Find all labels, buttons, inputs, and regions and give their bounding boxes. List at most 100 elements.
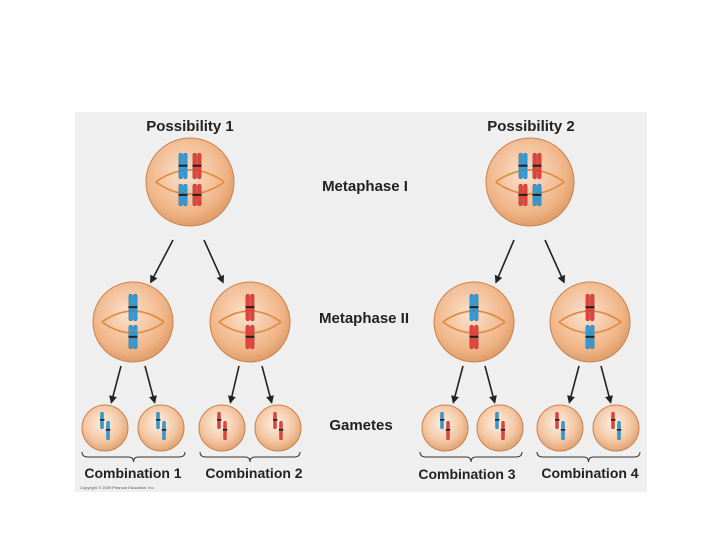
gamete-cell	[198, 404, 246, 452]
arrow	[567, 365, 580, 404]
centromere	[585, 306, 595, 309]
combination-3-label: Combination 3	[418, 466, 515, 482]
spindle-fiber	[155, 169, 225, 183]
arrow	[451, 365, 464, 404]
cell-group	[81, 137, 640, 452]
centromere	[105, 429, 111, 431]
spindle-fiber	[218, 310, 282, 323]
spindle-fiber	[495, 169, 565, 183]
centromere	[560, 429, 566, 431]
centromere	[278, 429, 284, 431]
centromere	[178, 193, 188, 196]
spindle-fiber	[495, 181, 565, 195]
spindle-fiber	[155, 181, 225, 195]
arrow	[228, 365, 240, 404]
centromere	[532, 193, 542, 196]
curly-brace	[81, 451, 186, 463]
spindle-fiber	[558, 321, 622, 334]
centromere	[469, 335, 479, 338]
cell-membrane	[137, 404, 185, 452]
curly-brace	[536, 451, 641, 463]
cell-membrane	[81, 404, 129, 452]
copyright-caption: Copyright © 2009 Pearson Education, Inc.	[80, 485, 155, 490]
metaphase-2-cell	[549, 281, 631, 363]
centromere	[217, 419, 222, 421]
centromere	[469, 306, 479, 309]
centromere	[128, 306, 138, 309]
centromere	[245, 335, 255, 338]
arrow-group	[109, 239, 613, 404]
gamete-cell	[592, 404, 640, 452]
cell-membrane	[433, 281, 515, 363]
metaphase-1-cell	[485, 137, 575, 227]
arrow	[484, 365, 497, 404]
cell-membrane	[536, 404, 584, 452]
centromere	[273, 419, 278, 421]
centromere	[222, 429, 228, 431]
centromere	[532, 164, 542, 167]
arrow	[150, 239, 174, 284]
possibility-1-title: Possibility 1	[146, 118, 234, 135]
curly-brace	[419, 451, 523, 463]
combination-4-label: Combination 4	[541, 465, 638, 481]
arrow	[494, 239, 515, 284]
centromere	[192, 164, 202, 167]
centromere	[611, 419, 616, 421]
brace-group	[81, 451, 641, 463]
spindle-fiber	[218, 321, 282, 334]
cell-membrane	[254, 404, 302, 452]
centromere	[161, 429, 167, 431]
arrow	[600, 365, 613, 404]
arrow	[109, 365, 122, 404]
centromere	[585, 335, 595, 338]
spindle-fiber	[101, 321, 165, 334]
cell-membrane	[592, 404, 640, 452]
centromere	[440, 419, 445, 421]
centromere	[616, 429, 622, 431]
combination-1-label: Combination 1	[84, 465, 181, 481]
spindle-fiber	[442, 321, 506, 334]
centromere	[495, 419, 500, 421]
centromere	[245, 306, 255, 309]
centromere	[100, 419, 105, 421]
centromere	[518, 193, 528, 196]
possibility-2-title: Possibility 2	[487, 118, 575, 135]
centromere	[178, 164, 188, 167]
metaphase-2-label: Metaphase II	[319, 310, 409, 327]
metaphase-2-cell	[433, 281, 515, 363]
cell-membrane	[476, 404, 524, 452]
arrow	[144, 365, 157, 404]
cell-membrane	[92, 281, 174, 363]
gamete-cell	[254, 404, 302, 452]
cell-membrane	[209, 281, 291, 363]
metaphase-1-cell	[145, 137, 235, 227]
curly-brace	[199, 451, 301, 463]
metaphase-1-label: Metaphase I	[322, 178, 408, 195]
arrow	[203, 239, 225, 284]
centromere	[518, 164, 528, 167]
arrow	[544, 239, 566, 284]
cell-membrane	[198, 404, 246, 452]
cell-membrane	[549, 281, 631, 363]
gamete-cell	[81, 404, 129, 452]
cell-membrane	[421, 404, 469, 452]
combination-2-label: Combination 2	[205, 465, 302, 481]
gamete-cell	[421, 404, 469, 452]
centromere	[156, 419, 161, 421]
centromere	[128, 335, 138, 338]
spindle-fiber	[558, 310, 622, 323]
gamete-cell	[536, 404, 584, 452]
arrow	[261, 365, 274, 404]
centromere	[500, 429, 506, 431]
cell-membrane	[145, 137, 235, 227]
gamete-cell	[137, 404, 185, 452]
cell-membrane	[485, 137, 575, 227]
gametes-label: Gametes	[329, 417, 392, 434]
gamete-cell	[476, 404, 524, 452]
centromere	[192, 193, 202, 196]
spindle-fiber	[442, 310, 506, 323]
metaphase-2-cell	[92, 281, 174, 363]
centromere	[445, 429, 451, 431]
spindle-fiber	[101, 310, 165, 323]
